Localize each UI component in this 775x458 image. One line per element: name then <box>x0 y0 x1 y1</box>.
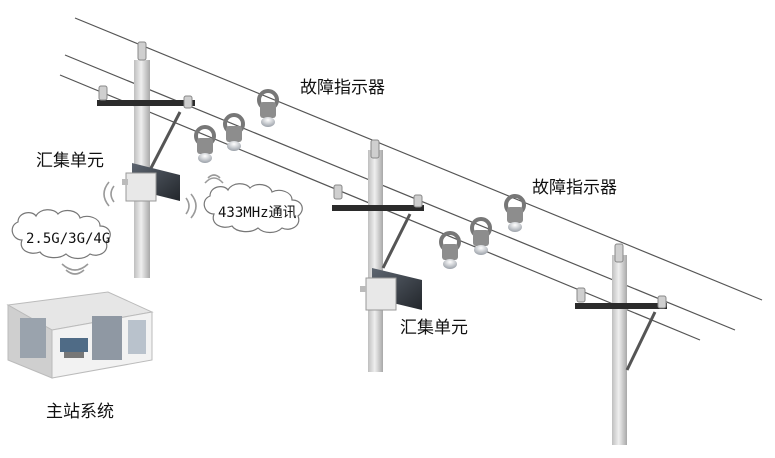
insulator-icon <box>576 243 667 309</box>
label-master-station: 主站系统 <box>46 402 114 422</box>
pole-3-brace <box>625 311 657 371</box>
pole-2 <box>332 139 424 372</box>
wireless-signal-icon <box>204 174 224 184</box>
insulator-icon <box>333 139 423 208</box>
wireless-signal-icon <box>103 181 115 207</box>
pole-3-crossarm <box>575 303 667 309</box>
fault-indicator-group-1 <box>194 89 279 163</box>
label-fault-indicator-top: 故障指示器 <box>300 78 385 98</box>
wire-top <box>74 17 763 301</box>
pole-3-shaft <box>612 255 627 445</box>
insulator-icon <box>98 41 193 109</box>
fault-indicator-icon <box>439 231 461 269</box>
collector-unit-icon <box>122 163 180 202</box>
pole-2-shaft <box>368 150 383 372</box>
wireless-signal-icon <box>61 263 89 275</box>
pole-1-brace <box>148 111 182 171</box>
collector-unit-icon <box>360 268 422 311</box>
pole-1-crossarm <box>97 100 195 106</box>
pole-3 <box>575 243 667 445</box>
cloud-433mhz <box>203 183 303 234</box>
fault-indicator-group-2 <box>439 194 526 269</box>
cloud-label-cellular: 2.5G/3G/4G <box>26 231 111 247</box>
cloud-label-433mhz: 433MHz通讯 <box>218 205 297 221</box>
label-collector-unit-left: 汇集单元 <box>36 151 104 171</box>
fault-indicator-icon <box>470 217 492 255</box>
label-fault-indicator-right: 故障指示器 <box>532 178 617 198</box>
fault-indicator-icon <box>257 89 279 127</box>
pole-1 <box>97 41 195 278</box>
fault-indicator-icon <box>194 125 216 163</box>
cloud-cellular <box>11 209 111 260</box>
pole-2-brace <box>381 213 412 269</box>
fault-indicator-icon <box>223 113 245 151</box>
fault-indicator-icon <box>504 194 526 232</box>
label-collector-unit-right: 汇集单元 <box>400 318 468 338</box>
wireless-signal-icon <box>185 193 197 219</box>
master-station-room <box>6 291 154 379</box>
pole-2-crossarm <box>332 205 424 211</box>
